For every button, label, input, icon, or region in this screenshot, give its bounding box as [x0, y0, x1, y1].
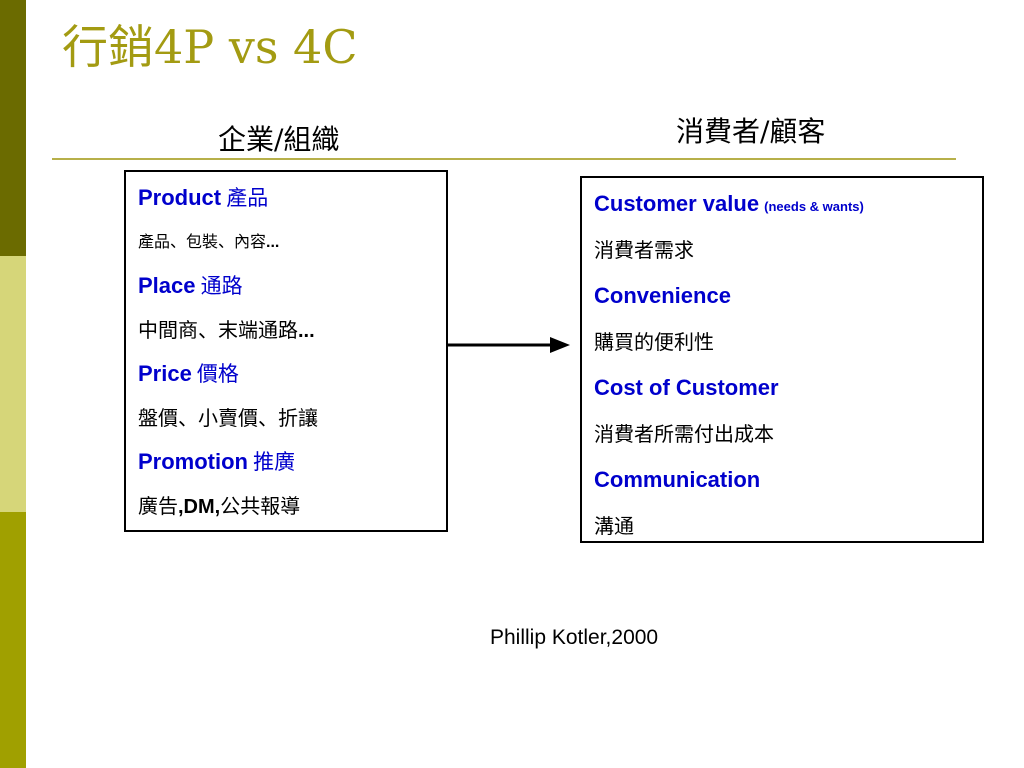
- four-p-box: Product 產品 產品、包裝、內容... Place 通路 中間商、末端通路…: [124, 170, 448, 532]
- communication-heading: Communication: [594, 460, 970, 506]
- customer-value-note: (needs & wants): [764, 199, 864, 214]
- price-desc-zh: 盤價、小賣價、折讓: [138, 406, 318, 430]
- customer-value-heading: Customer value (needs & wants): [594, 184, 970, 230]
- product-zh-label: 產品: [226, 186, 269, 210]
- communication-description: 溝通: [594, 514, 634, 538]
- right-arrow-icon: [446, 337, 570, 353]
- customer-value-label: Customer value: [594, 191, 760, 216]
- promotion-desc-a: 廣告: [138, 494, 178, 518]
- price-zh-label: 價格: [196, 362, 239, 386]
- left-accent-bar-middle: [0, 256, 26, 512]
- convenience-heading: Convenience: [594, 276, 970, 322]
- promotion-label: Promotion: [138, 449, 248, 474]
- place-desc-zh: 中間商、末端通路: [138, 318, 298, 342]
- promotion-desc-b: ,DM,: [178, 496, 221, 518]
- four-c-box: Customer value (needs & wants) 消費者需求 Con…: [580, 176, 984, 543]
- price-label: Price: [138, 361, 192, 386]
- convenience-description: 購買的便利性: [594, 330, 714, 354]
- cost-description: 消費者所需付出成本: [594, 422, 774, 446]
- convenience-label: Convenience: [594, 283, 731, 308]
- heading-divider: [52, 158, 956, 160]
- citation: Phillip Kotler,2000: [490, 626, 659, 649]
- place-heading: Place 通路: [138, 266, 434, 310]
- promotion-description: 廣告,DM,公共報導: [138, 486, 434, 530]
- communication-label: Communication: [594, 467, 761, 492]
- customer-value-description: 消費者需求: [594, 238, 694, 262]
- left-heading: 企業/組織: [218, 123, 340, 156]
- place-zh-label: 通路: [200, 274, 243, 298]
- product-description: 產品、包裝、內容...: [138, 222, 434, 266]
- promotion-desc-c: 公共報導: [220, 494, 301, 518]
- place-description: 中間商、末端通路...: [138, 310, 434, 354]
- slide-title: 行銷4P vs 4C: [62, 20, 358, 74]
- price-description: 盤價、小賣價、折讓: [138, 398, 434, 442]
- cost-heading: Cost of Customer: [594, 368, 970, 414]
- place-desc-ellipsis: ...: [298, 320, 315, 342]
- promotion-heading: Promotion 推廣: [138, 442, 434, 486]
- left-accent-bar-bottom: [0, 512, 26, 768]
- place-label: Place: [138, 273, 196, 298]
- product-heading: Product 產品: [138, 178, 434, 222]
- price-heading: Price 價格: [138, 354, 434, 398]
- promotion-zh-label: 推廣: [253, 450, 296, 474]
- left-accent-bar-top: [0, 0, 26, 256]
- product-label: Product: [138, 185, 222, 210]
- product-desc-ellipsis: ...: [266, 234, 280, 251]
- right-heading: 消費者/顧客: [676, 115, 826, 148]
- product-desc-zh: 產品、包裝、內容: [138, 232, 267, 251]
- cost-label: Cost of Customer: [594, 375, 779, 400]
